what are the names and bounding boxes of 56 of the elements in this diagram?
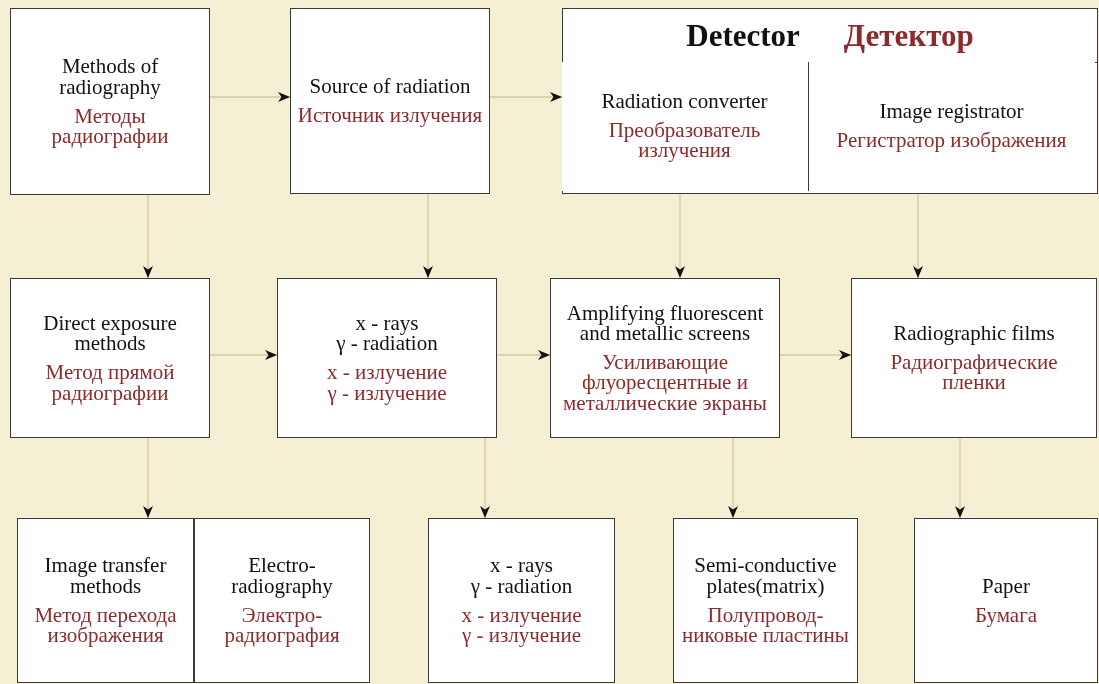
arrow: [209, 350, 278, 360]
arrow: [209, 92, 291, 102]
box-text: Полупровод- никовые пластины: [681, 604, 850, 646]
box-text: Метод перехода изображения: [33, 604, 178, 646]
arrow: [955, 437, 965, 519]
box-text: Image transfer methods: [43, 555, 168, 597]
box-text: Радиографические пленки: [889, 351, 1059, 393]
process-box: [277, 278, 497, 438]
process-box: [10, 8, 210, 195]
process-box: [673, 518, 858, 683]
box-text: γ - radiation: [336, 333, 438, 354]
box-text: Image registrator: [879, 101, 1024, 122]
arrow: [423, 193, 433, 279]
arrow: [480, 437, 490, 519]
box-text: Электро- радиография: [223, 604, 341, 646]
box-text: Регистратор изображения: [836, 130, 1067, 151]
header-text: Detector: [686, 17, 800, 54]
process-box: [428, 518, 615, 683]
box-text: Direct exposure methods: [42, 312, 178, 354]
arrow: [496, 350, 551, 360]
process-box: [851, 278, 1097, 438]
process-box: [290, 8, 490, 194]
box-text: Методы радиографии: [50, 105, 170, 147]
process-box: [561, 61, 808, 191]
box-text: Radiation converter: [601, 91, 768, 112]
box-text: Radiographic films: [893, 323, 1055, 344]
arrow: [143, 194, 153, 279]
process-box: [10, 278, 210, 438]
box-text: x - rays: [355, 312, 419, 334]
box-text: Метод прямой радиографии: [44, 362, 176, 404]
detector-box: [562, 8, 1098, 194]
arrow: [728, 437, 738, 519]
box-text: x - rays: [490, 555, 553, 576]
process-box: [807, 61, 1095, 191]
box-text: Methods of radiography: [58, 56, 162, 98]
arrow: [779, 350, 852, 360]
arrow: [675, 193, 685, 279]
arrow: [489, 92, 563, 102]
box-text: Преобразователь излучения: [607, 119, 762, 161]
box-text: Paper: [982, 575, 1030, 597]
process-box: [17, 518, 194, 683]
box-text: Amplifying fluorescent and metallic screens: [565, 302, 765, 344]
process-box: [550, 278, 780, 438]
process-box: [914, 518, 1098, 683]
box-text: Source of radiation: [309, 76, 471, 97]
header-text: Детектор: [843, 17, 974, 54]
arrow: [143, 437, 153, 519]
box-text: x - излучение: [326, 362, 448, 383]
box-text: x - излучение: [461, 604, 582, 626]
box-text: Усиливающие флуоресцентные и металлические экраны: [562, 351, 768, 414]
box-text: Semi-conductive plates(matrix): [693, 555, 838, 597]
box-text: Бумага: [974, 604, 1038, 626]
box-text: Electro- radiography: [230, 555, 334, 597]
box-text: Источник излучения: [297, 105, 483, 126]
process-box: [194, 518, 370, 683]
arrow: [913, 193, 923, 279]
